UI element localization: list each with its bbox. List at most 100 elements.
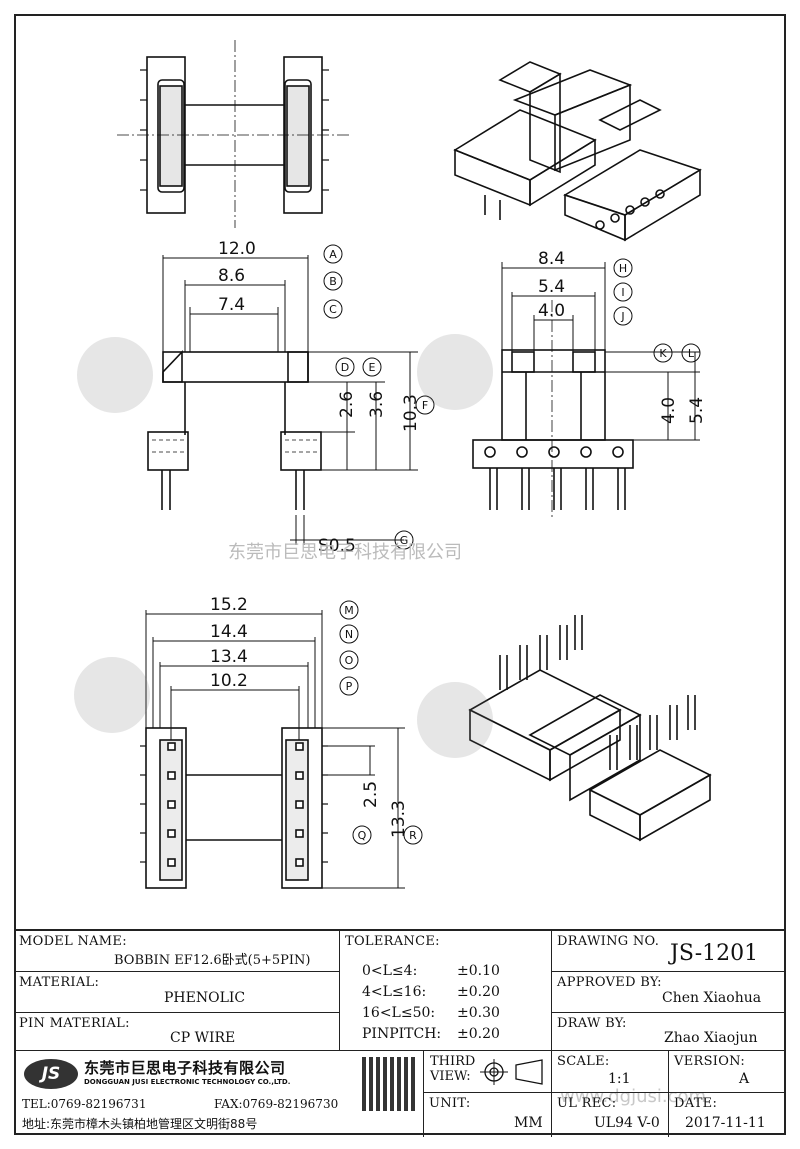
qr-code-icon bbox=[362, 1057, 416, 1111]
unit-cell: UNIT: MM bbox=[424, 1093, 552, 1137]
pin-material-label: PIN MATERIAL: bbox=[19, 1016, 130, 1031]
date-value: 2017-11-11 bbox=[685, 1115, 766, 1131]
model-name-value: BOBBIN EF12.6卧式(5+5PIN) bbox=[114, 953, 311, 968]
callout-B: B bbox=[329, 275, 337, 288]
drawing-no-cell: DRAWING NO. JS-1201 bbox=[552, 931, 786, 972]
company-logo: JS bbox=[24, 1059, 78, 1089]
model-name-cell: MODEL NAME: BOBBIN EF12.6卧式(5+5PIN) bbox=[14, 931, 340, 972]
tol-value-1: ±0.10 bbox=[457, 963, 500, 979]
approved-by-label: APPROVED BY: bbox=[557, 975, 662, 990]
top-view bbox=[117, 40, 350, 228]
company-address: 地址:东莞市樟木头镇柏地管理区文明街88号 bbox=[22, 1117, 258, 1131]
callout-R: R bbox=[409, 829, 417, 842]
dim-G: S0.5 bbox=[318, 536, 356, 556]
draw-by-cell: DRAW BY: Zhao Xiaojun bbox=[552, 1013, 786, 1051]
watermark-group: 东莞市巨思电子科技有限公司 www.dgjusi.com bbox=[228, 542, 706, 1107]
callout-letters: A B C D E F G H I J K L M N O P Q R bbox=[329, 248, 695, 842]
version-value: A bbox=[739, 1071, 750, 1087]
approved-by-value: Chen Xiaohua bbox=[662, 990, 762, 1006]
date-cell: DATE: 2017-11-11 bbox=[669, 1093, 786, 1137]
dim-A: 12.0 bbox=[218, 239, 256, 259]
company-cell: JS 东莞市巨思电子科技有限公司 DONGGUAN JUSI ELECTRONI… bbox=[14, 1051, 424, 1137]
third-view-label-1: THIRD bbox=[430, 1054, 476, 1069]
version-cell: VERSION: A bbox=[669, 1051, 786, 1093]
callout-K: K bbox=[659, 347, 667, 360]
callout-E: E bbox=[369, 361, 376, 374]
model-name-label: MODEL NAME: bbox=[19, 934, 127, 949]
pin-material-value: CP WIRE bbox=[170, 1030, 236, 1046]
draw-by-label: DRAW BY: bbox=[557, 1016, 627, 1031]
iso-view-top bbox=[453, 61, 702, 242]
ul-rec-value: UL94 V-0 bbox=[594, 1115, 660, 1131]
dim-O: 13.4 bbox=[210, 647, 248, 667]
dim-D: 2.6 bbox=[337, 391, 357, 418]
dim-E: 3.6 bbox=[367, 391, 387, 418]
callout-F: F bbox=[422, 399, 428, 412]
company-name-cn: 东莞市巨思电子科技有限公司 bbox=[84, 1059, 286, 1077]
company-tel: TEL:0769-82196731 bbox=[22, 1097, 147, 1111]
callout-N: N bbox=[345, 628, 353, 641]
pin-material-cell: PIN MATERIAL: CP WIRE bbox=[14, 1013, 340, 1051]
title-block: MODEL NAME: BOBBIN EF12.6卧式(5+5PIN) MATE… bbox=[14, 929, 786, 1137]
callout-J: J bbox=[620, 310, 624, 323]
dim-N: 14.4 bbox=[210, 622, 248, 642]
material-value: PHENOLIC bbox=[164, 990, 246, 1006]
front-view bbox=[147, 349, 322, 510]
tol-range-1: 0<L≤4: bbox=[362, 963, 418, 979]
scale-cell: SCALE: 1:1 bbox=[552, 1051, 669, 1093]
material-label: MATERIAL: bbox=[19, 975, 100, 990]
tol-range-2: 4<L≤16: bbox=[362, 984, 427, 1000]
callout-A: A bbox=[329, 248, 337, 261]
unit-value: MM bbox=[514, 1115, 543, 1131]
third-view-cell: THIRD VIEW: bbox=[424, 1051, 552, 1093]
callout-Q: Q bbox=[358, 829, 367, 842]
tol-range-4: PINPITCH: bbox=[362, 1026, 442, 1042]
dim-H: 8.4 bbox=[538, 249, 565, 269]
company-name-en: DONGGUAN JUSI ELECTRONIC TECHNOLOGY CO.,… bbox=[84, 1078, 291, 1086]
side-view bbox=[472, 300, 634, 520]
scale-label: SCALE: bbox=[557, 1054, 610, 1069]
iso-view-bottom bbox=[468, 615, 712, 842]
drawing-no-value: JS-1201 bbox=[670, 941, 759, 966]
callout-L: L bbox=[688, 347, 695, 360]
dim-P: 10.2 bbox=[210, 671, 248, 691]
watermark-company: 东莞市巨思电子科技有限公司 bbox=[228, 542, 462, 563]
tol-range-3: 16<L≤50: bbox=[362, 1005, 436, 1021]
material-cell: MATERIAL: PHENOLIC bbox=[14, 972, 340, 1013]
watermark-site: www.dgjusi.com bbox=[560, 1086, 706, 1107]
tolerance-label: TOLERANCE: bbox=[345, 934, 440, 949]
dim-B: 8.6 bbox=[218, 266, 245, 286]
scale-value: 1:1 bbox=[608, 1071, 631, 1087]
dim-R: 13.3 bbox=[389, 800, 409, 838]
callout-O: O bbox=[345, 654, 354, 667]
dimension-texts: 12.0 8.6 7.4 2.6 3.6 10.3 S0.5 8.4 5.4 4… bbox=[210, 239, 707, 838]
watermark-logos bbox=[74, 334, 493, 758]
callout-circles bbox=[323, 244, 701, 845]
dimension-lines bbox=[145, 255, 700, 889]
approved-by-cell: APPROVED BY: Chen Xiaohua bbox=[552, 972, 786, 1013]
third-view-label-2: VIEW: bbox=[430, 1069, 471, 1084]
ul-rec-label: UL REC: bbox=[557, 1096, 617, 1111]
tolerance-cell: TOLERANCE: 0<L≤4: ±0.10 4<L≤16: ±0.20 16<L… bbox=[340, 931, 552, 1051]
projection-symbol-icon bbox=[480, 1059, 543, 1085]
callout-H: H bbox=[619, 262, 627, 275]
callout-D: D bbox=[341, 361, 349, 374]
dim-K: 4.0 bbox=[659, 397, 679, 424]
callout-I: I bbox=[621, 286, 624, 299]
dim-L: 5.4 bbox=[687, 397, 707, 424]
drawing-frame bbox=[14, 14, 786, 1135]
date-label: DATE: bbox=[674, 1096, 718, 1111]
dim-Q: 2.5 bbox=[361, 781, 381, 808]
unit-label: UNIT: bbox=[429, 1096, 471, 1111]
draw-by-value: Zhao Xiaojun bbox=[664, 1030, 758, 1046]
callout-M: M bbox=[344, 604, 354, 617]
callout-P: P bbox=[346, 680, 353, 693]
callout-G: G bbox=[400, 534, 409, 547]
dim-I: 5.4 bbox=[538, 277, 565, 297]
dim-C: 7.4 bbox=[218, 295, 245, 315]
tol-value-4: ±0.20 bbox=[457, 1026, 500, 1042]
dim-M: 15.2 bbox=[210, 595, 248, 615]
tol-value-3: ±0.30 bbox=[457, 1005, 500, 1021]
callout-C: C bbox=[329, 303, 337, 316]
